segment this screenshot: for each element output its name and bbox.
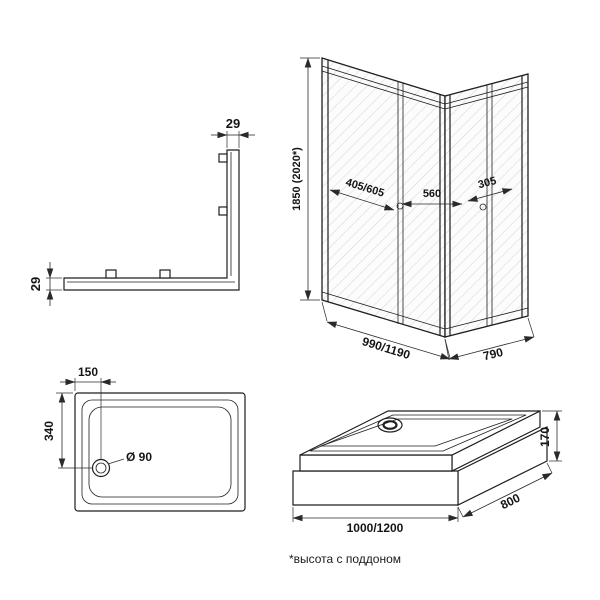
profile-view: 29 29 bbox=[28, 116, 255, 306]
tray-side bbox=[299, 454, 453, 472]
dim-side-door: 305 bbox=[467, 175, 513, 202]
drain-icon bbox=[95, 462, 107, 474]
footnote: *высота с поддоном bbox=[289, 552, 401, 566]
dim-drain-offset-x: 150 bbox=[60, 365, 116, 391]
profile-clip bbox=[159, 269, 171, 279]
dim-label: 340 bbox=[42, 421, 56, 441]
dim-label: 790 bbox=[482, 345, 505, 364]
dim-label: 560 bbox=[423, 188, 441, 200]
dim-drain-diameter: Ø 90 bbox=[107, 450, 152, 465]
dim-profile-width-top: 29 bbox=[211, 116, 255, 148]
drain-icon bbox=[91, 458, 111, 478]
tray-top-face bbox=[299, 410, 541, 456]
tray-3d-view: 170 1000/1200 800 bbox=[292, 410, 562, 535]
drain-icon bbox=[382, 420, 398, 430]
dim-label: 29 bbox=[28, 277, 43, 291]
drain-icon bbox=[377, 417, 403, 433]
glass-panel-right bbox=[444, 73, 529, 338]
tray-top-view: 150 340 Ø 90 bbox=[42, 365, 246, 512]
tray-base bbox=[292, 470, 459, 506]
dim-profile-width-left: 29 bbox=[28, 262, 62, 306]
dim-label: 150 bbox=[78, 365, 98, 379]
profile-clip bbox=[105, 269, 117, 279]
dim-label: 170 bbox=[538, 427, 552, 447]
dim-label: 1850 (2020*) bbox=[291, 147, 303, 211]
dim-drain-offset-y: 340 bbox=[42, 392, 73, 469]
dim-label: 29 bbox=[226, 116, 240, 131]
dim-door-width: 560 bbox=[401, 188, 463, 208]
dim-label: Ø 90 bbox=[126, 450, 152, 464]
dim-label: 1000/1200 bbox=[347, 521, 404, 535]
enclosure-3d-view: 1850 (2020*) 405/605 560 305 990/1190 79… bbox=[291, 57, 535, 364]
dim-label: 990/1190 bbox=[361, 334, 413, 362]
dim-tray-length: 1000/1200 bbox=[292, 507, 459, 535]
profile-clip bbox=[218, 206, 228, 216]
dim-tray-height: 170 bbox=[538, 410, 562, 462]
door-handle-icon bbox=[479, 203, 487, 211]
dim-label: 800 bbox=[498, 491, 522, 513]
dim-side-width: 790 bbox=[444, 317, 535, 364]
tray-outline bbox=[74, 392, 246, 512]
dim-label: 305 bbox=[477, 175, 498, 191]
profile-clip bbox=[218, 153, 228, 163]
corner-profile bbox=[63, 149, 240, 291]
dim-enclosure-height: 1850 (2020*) bbox=[291, 57, 320, 301]
